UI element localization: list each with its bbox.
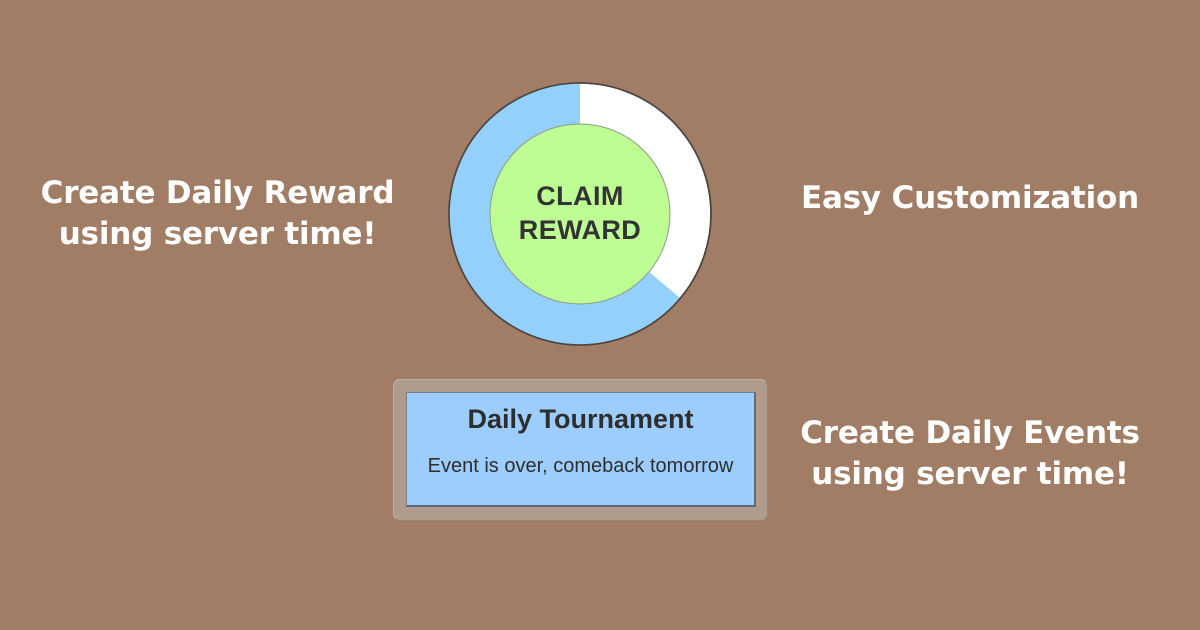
daily-tournament-title: Daily Tournament bbox=[467, 404, 694, 434]
claim-reward-button-face[interactable] bbox=[489, 123, 671, 305]
dial-outer-outline bbox=[448, 82, 712, 346]
caption-daily-events: Create Daily Events using server time! bbox=[800, 415, 1140, 493]
dial-progress-arc bbox=[448, 83, 681, 345]
daily-tournament-panel[interactable]: Daily Tournament Event is over, comeback… bbox=[393, 379, 768, 521]
daily-tournament-status: Event is over, comeback tomorrow bbox=[427, 454, 734, 477]
claim-reward-widget[interactable]: CLAIM REWARD bbox=[448, 82, 712, 346]
claim-reward-dial bbox=[448, 82, 712, 346]
caption-easy-customization: Easy Customization bbox=[800, 180, 1140, 216]
caption-daily-reward: Create Daily Reward using server time! bbox=[40, 175, 395, 253]
daily-tournament-body: Daily Tournament Event is over, comeback… bbox=[406, 392, 756, 507]
